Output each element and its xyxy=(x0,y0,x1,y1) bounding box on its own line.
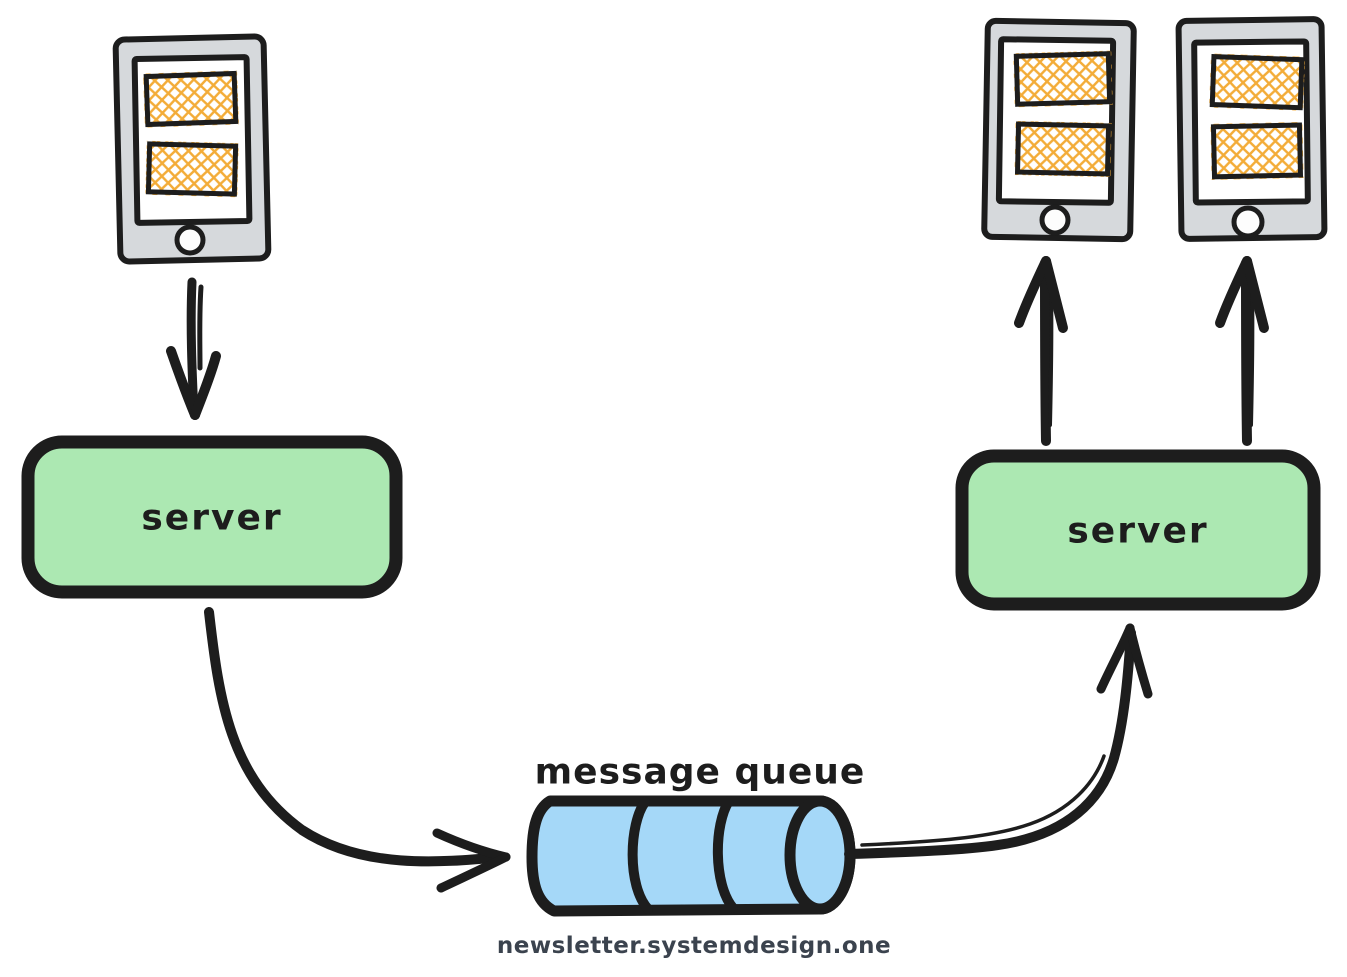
queue-divider xyxy=(627,797,653,914)
arrow-server-to-phone-1 xyxy=(1014,256,1068,446)
message-queue-cylinder xyxy=(526,795,856,917)
server-left-box xyxy=(21,435,403,599)
arrow-client-to-server xyxy=(166,277,221,420)
home-button-icon xyxy=(1231,205,1265,239)
content-block-icon xyxy=(1210,121,1304,180)
content-block-icon xyxy=(143,70,239,128)
arrow-server-to-queue xyxy=(204,607,511,893)
queue-end-cap xyxy=(784,795,856,915)
content-block-icon xyxy=(1209,53,1305,111)
arrow-server-to-phone-2 xyxy=(1215,256,1269,446)
queue-divider xyxy=(712,796,738,913)
arrow-queue-to-server xyxy=(844,623,1153,859)
home-button-icon xyxy=(1039,204,1071,236)
server-right-box xyxy=(955,449,1321,611)
home-button-icon xyxy=(174,224,206,256)
mobile-phone-icon xyxy=(112,33,272,265)
content-block-icon xyxy=(1014,121,1112,178)
content-block-icon xyxy=(145,140,239,198)
content-block-icon xyxy=(1013,50,1113,108)
mobile-phone-icon xyxy=(1175,16,1328,242)
mobile-phone-icon xyxy=(981,17,1137,243)
